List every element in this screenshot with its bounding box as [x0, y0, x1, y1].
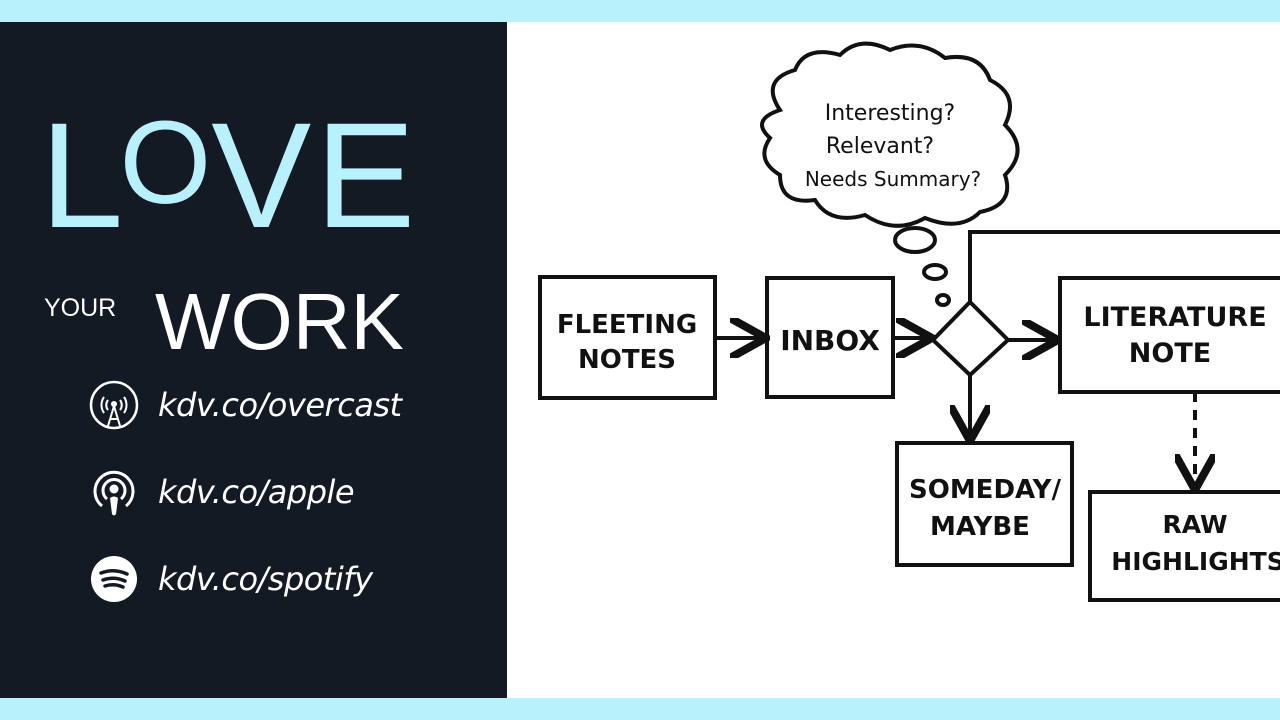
- overcast-link[interactable]: kdv.co/overcast: [88, 379, 402, 431]
- thought-line: Needs Summary?: [805, 167, 981, 191]
- literature-note-box: [1058, 276, 1280, 394]
- spotify-icon: [91, 556, 137, 602]
- note-workflow-diagram: Interesting? Relevant? Needs Summary? FL…: [538, 41, 1280, 602]
- logo-love: LOVE: [40, 91, 420, 259]
- raw-highlights-label: HIGHLIGHTS: [1111, 547, 1280, 576]
- fleeting-notes-label: NOTES: [578, 345, 676, 375]
- overcast-link-label: kdv.co/overcast: [158, 386, 402, 424]
- thought-cloud: [760, 41, 1020, 228]
- fleeting-notes-label: FLEETING: [557, 310, 697, 340]
- thought-line: Relevant?: [826, 134, 934, 159]
- apple-podcasts-icon: [93, 470, 135, 516]
- literature-note-label: LITERATURE: [1083, 302, 1266, 333]
- overcast-icon: [89, 380, 139, 430]
- top-accent-bar: [0, 0, 1280, 22]
- spotify-link-label: kdv.co/spotify: [158, 560, 373, 598]
- thought-bubble: [893, 226, 937, 254]
- someday-maybe-label: MAYBE: [930, 512, 1030, 542]
- spotify-link[interactable]: kdv.co/spotify: [88, 553, 373, 605]
- podcast-branding-panel: LOVE YOUR WORK kdv.co/overcast kdv.co/ap…: [0, 22, 507, 698]
- raw-highlights-box: [1088, 490, 1280, 602]
- thought-bubble: [935, 293, 951, 307]
- raw-highlights-label: RAW: [1162, 510, 1227, 539]
- logo-work: WORK: [155, 277, 404, 366]
- thought-bubble: [922, 263, 948, 281]
- connector-line: [968, 230, 1280, 302]
- decision-diamond: [930, 299, 1011, 378]
- someday-maybe-label: SOMEDAY/: [909, 475, 1062, 505]
- logo-your: YOUR: [44, 294, 117, 322]
- inbox-label: INBOX: [780, 324, 880, 357]
- thought-line: Interesting?: [825, 101, 955, 126]
- apple-podcasts-link[interactable]: kdv.co/apple: [88, 466, 355, 518]
- literature-note-label: NOTE: [1129, 338, 1211, 369]
- apple-link-label: kdv.co/apple: [158, 473, 355, 511]
- bottom-accent-bar: [0, 698, 1280, 720]
